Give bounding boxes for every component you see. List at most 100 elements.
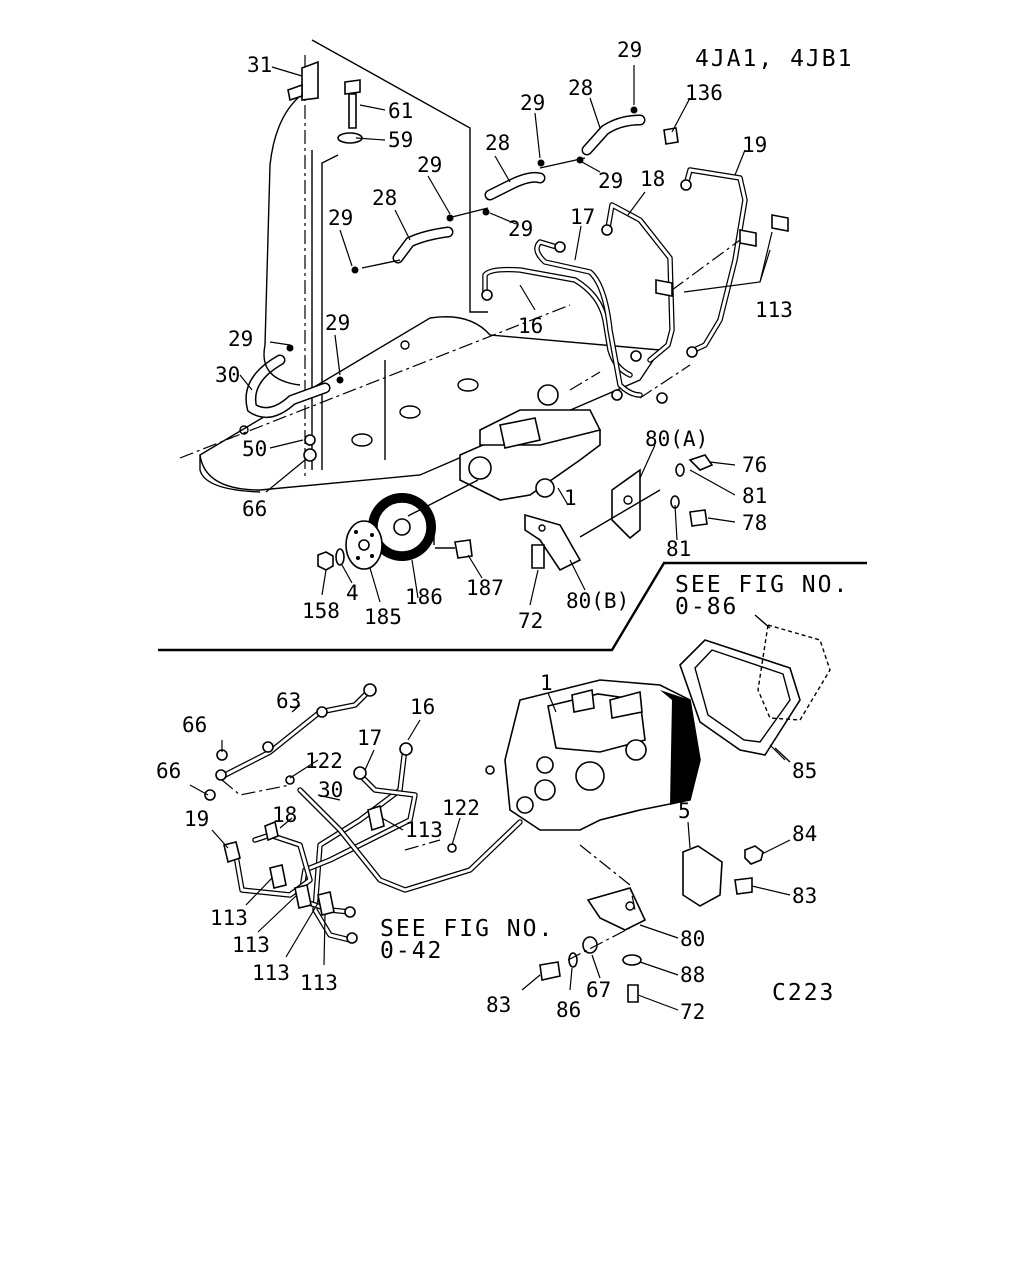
callout: 28 — [568, 76, 593, 100]
hose-clip — [351, 266, 359, 274]
injection-pipe — [683, 167, 748, 355]
overflow-valve — [287, 60, 319, 102]
callout: 29 — [417, 153, 442, 177]
callout: 16 — [518, 314, 543, 338]
callout: 1 — [564, 486, 577, 510]
washer — [568, 952, 578, 968]
callout: 185 — [364, 605, 402, 629]
callout: 122 — [305, 749, 343, 773]
callout: 19 — [184, 807, 209, 831]
nut — [303, 448, 317, 462]
model-label: 4JA1, 4JB1 — [695, 46, 853, 72]
callout: 80 — [680, 927, 705, 951]
clamp — [367, 804, 385, 832]
clamp — [771, 214, 789, 232]
callout: 113 — [300, 971, 338, 995]
clamp — [294, 884, 312, 909]
callout: 31 — [247, 53, 272, 77]
hose-clip — [630, 106, 638, 114]
return-hose — [245, 354, 331, 418]
reference-line1: SEE FIG NO. — [380, 916, 554, 942]
reference-line2: 0-42 — [380, 938, 443, 964]
callout: 81 — [666, 537, 691, 561]
callout: 187 — [466, 576, 504, 600]
leak-off-hose — [484, 171, 546, 201]
figure-code: C223 — [772, 980, 835, 1006]
callout: 80(A) — [645, 427, 708, 451]
callout: 158 — [302, 599, 340, 623]
callout: 30 — [318, 778, 343, 802]
callout: 59 — [388, 128, 413, 152]
injection-pipe — [605, 202, 675, 363]
clamp — [655, 279, 673, 297]
callout: 122 — [442, 796, 480, 820]
hose-clip — [446, 214, 454, 222]
washer — [304, 434, 316, 446]
callout: 29 — [598, 169, 623, 193]
callout: 113 — [232, 933, 270, 957]
callouts-upper: 31 61 59 29 28 29 28 29 136 19 29 28 29 … — [215, 38, 793, 633]
callout: 61 — [388, 99, 413, 123]
callout: 28 — [485, 131, 510, 155]
callout: 29 — [617, 38, 642, 62]
washer — [335, 548, 345, 566]
gasket-outline — [757, 624, 831, 721]
washer — [675, 463, 685, 477]
reference-line2: 0-86 — [675, 594, 738, 620]
callout: 113 — [252, 961, 290, 985]
callout: 113 — [210, 906, 248, 930]
callout: 72 — [518, 609, 543, 633]
bolt — [734, 877, 753, 895]
bracket — [586, 887, 647, 931]
bolt — [435, 539, 473, 559]
gasket — [679, 639, 801, 756]
callout: 29 — [228, 327, 253, 351]
timing-gear — [368, 493, 436, 561]
callout: 78 — [742, 511, 767, 535]
hose-clip — [336, 376, 344, 384]
callout: 81 — [742, 484, 767, 508]
clamp — [317, 891, 335, 916]
callout: 66 — [156, 759, 181, 783]
callout: 18 — [272, 803, 297, 827]
callout: 66 — [242, 497, 267, 521]
callout: 83 — [486, 993, 511, 1017]
injection-pipe — [312, 745, 408, 943]
callout: 113 — [405, 818, 443, 842]
eye-bolt — [344, 79, 361, 129]
callout: 29 — [325, 311, 350, 335]
reference-fig-0-42: SEE FIG NO. 0-42 — [380, 916, 554, 964]
callout: 85 — [792, 759, 817, 783]
divider-line — [158, 561, 867, 652]
bolt — [539, 961, 561, 981]
callout: 29 — [328, 206, 353, 230]
return-pipe — [297, 787, 523, 893]
clamp — [269, 864, 287, 889]
callout: 50 — [242, 437, 267, 461]
reference-fig-0-86: SEE FIG NO. 0-86 — [675, 572, 847, 620]
callout: 80(B) — [566, 589, 629, 613]
fitting — [264, 820, 279, 842]
clamp — [739, 229, 757, 247]
callout: 88 — [680, 963, 705, 987]
callout: 84 — [792, 822, 817, 846]
callout: 29 — [508, 217, 533, 241]
fitting — [223, 841, 241, 864]
washer — [622, 954, 642, 966]
callout: 4 — [346, 581, 359, 605]
nut — [744, 845, 764, 865]
cylinder-head-cover — [179, 304, 662, 493]
bolt — [531, 544, 545, 569]
bolt — [627, 984, 639, 1003]
injection-pump — [504, 679, 701, 831]
injection-pipe — [534, 239, 643, 398]
callout: 29 — [520, 91, 545, 115]
callout: 76 — [742, 453, 767, 477]
callout: 86 — [556, 998, 581, 1022]
callout: 28 — [372, 186, 397, 210]
callout: 186 — [405, 585, 443, 609]
leak-off-hose — [392, 226, 454, 264]
nut — [317, 551, 334, 571]
washer — [204, 789, 216, 801]
